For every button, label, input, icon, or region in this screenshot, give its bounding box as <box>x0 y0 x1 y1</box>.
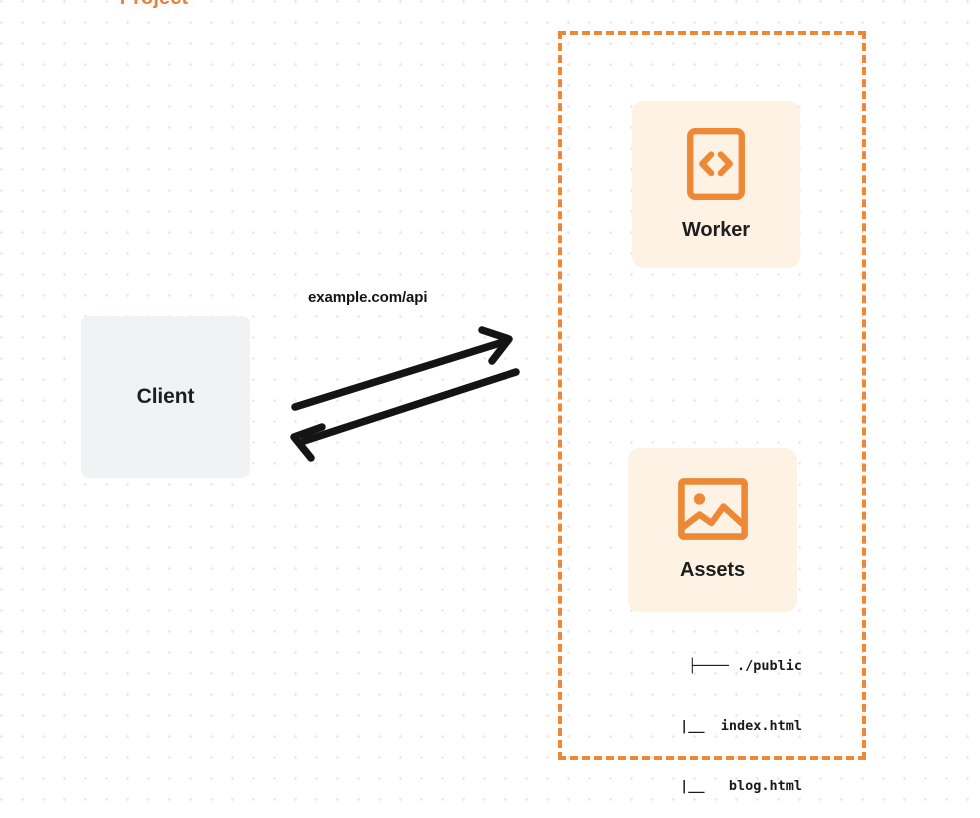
project-group-label: Project <box>0 0 308 11</box>
node-client[interactable]: Client <box>81 316 250 478</box>
code-brackets-icon <box>687 127 745 205</box>
file-tree-row: ├──── ./public <box>688 658 802 674</box>
node-worker-label: Worker <box>682 218 750 241</box>
project-group-label-text: Project <box>113 0 195 9</box>
file-tree-row: |__ index.html <box>647 718 802 734</box>
node-client-label: Client <box>136 385 195 408</box>
file-tree-row: |__ blog.html <box>647 778 802 794</box>
node-assets-label: Assets <box>680 559 745 581</box>
node-worker[interactable]: Worker <box>632 101 800 268</box>
asset-file-tree: ├──── ./public |__ index.html |__ blog.h… <box>600 616 802 818</box>
arrow-project-to-client <box>290 368 520 462</box>
node-assets[interactable]: Assets <box>628 448 797 612</box>
image-icon <box>677 478 748 545</box>
project-group-boundary <box>558 31 866 760</box>
edge-label-request-url: example.com/api <box>308 289 428 306</box>
arrow-client-to-project <box>291 326 513 411</box>
